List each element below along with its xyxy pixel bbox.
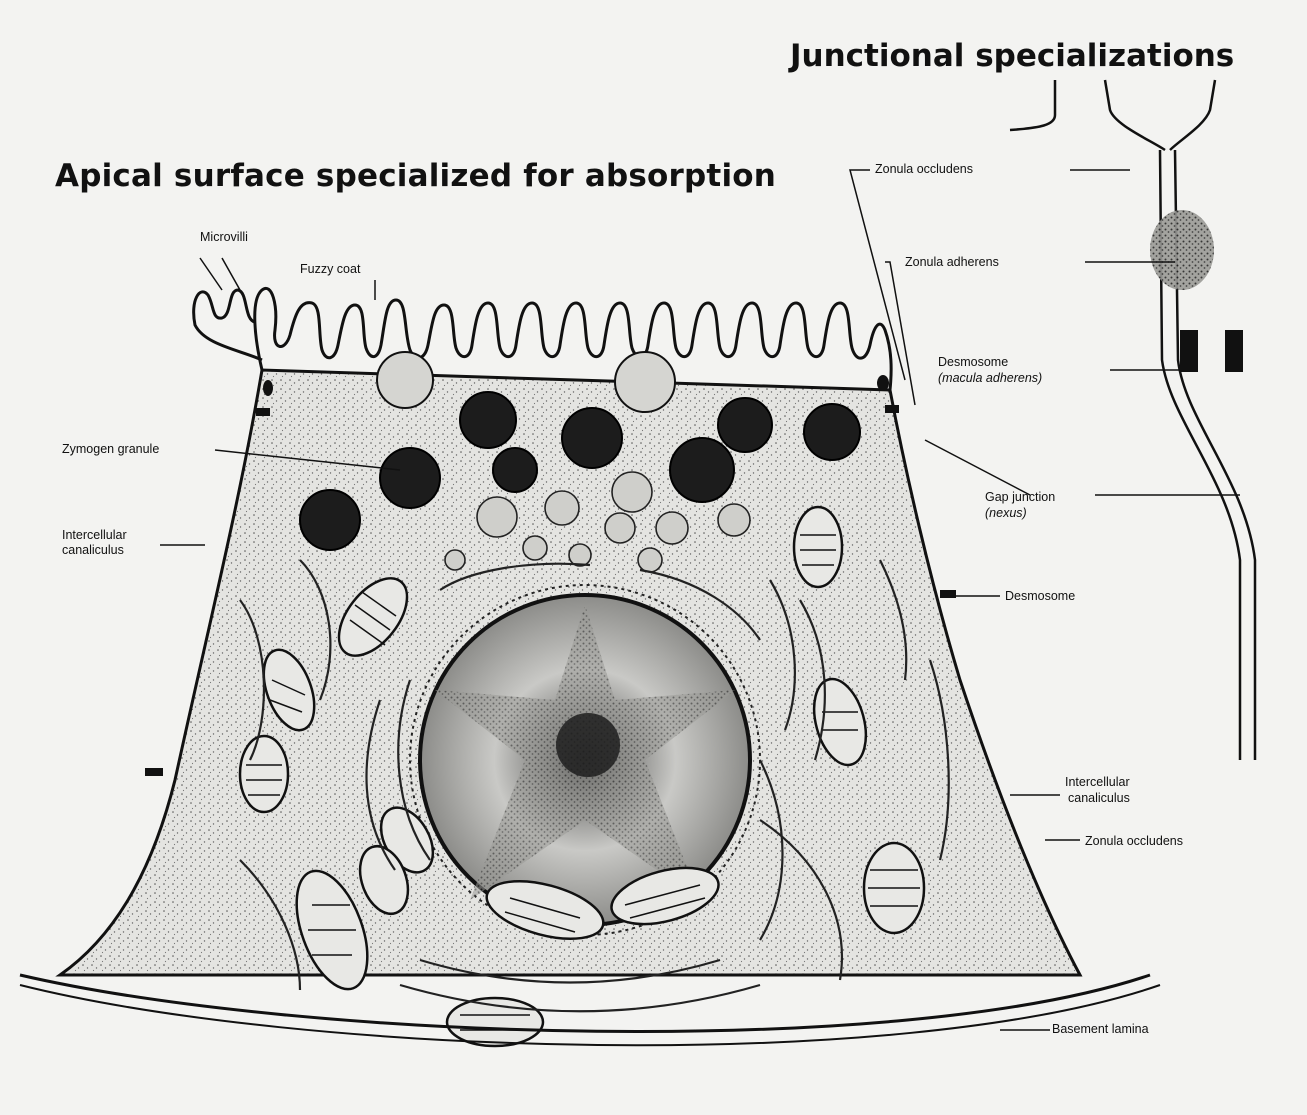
junction-drawing	[1010, 80, 1255, 760]
desmosome-plaque	[1180, 330, 1198, 372]
desmosome-top-label: Desmosome	[938, 355, 1008, 369]
intercellular-canaliculus-right-label-1: Intercellular	[1065, 775, 1130, 789]
intercellular-canaliculus-left-label-1: Intercellular	[62, 528, 127, 542]
zonula-occludens-bottom-label: Zonula occludens	[1085, 834, 1183, 848]
microvilli-label: Microvilli	[200, 230, 248, 244]
zonula-occludens-top-label: Zonula occludens	[875, 162, 973, 176]
apical-heading: Apical surface specialized for absorptio…	[55, 158, 776, 194]
intercellular-canaliculus-right-label-2: canaliculus	[1068, 791, 1130, 805]
basement-lamina	[20, 975, 1150, 1031]
basement-lamina-label: Basement lamina	[1052, 1022, 1149, 1036]
zonula-adherens-density	[1150, 210, 1214, 290]
macula-adherens-label: (macula adherens)	[938, 371, 1042, 385]
junctional-heading: Junctional specializations	[790, 38, 1234, 74]
gap-junction-label: Gap junction	[985, 490, 1055, 504]
desmosome-mid-label: Desmosome	[1005, 589, 1075, 603]
nexus-label: (nexus)	[985, 506, 1027, 520]
intercellular-canaliculus-left-label-2: canaliculus	[62, 543, 124, 557]
fuzzy-coat-label: Fuzzy coat	[300, 262, 360, 276]
zymogen-granule-label: Zymogen granule	[62, 442, 159, 456]
nucleolus	[556, 713, 620, 777]
zonula-adherens-label: Zonula adherens	[905, 255, 999, 269]
